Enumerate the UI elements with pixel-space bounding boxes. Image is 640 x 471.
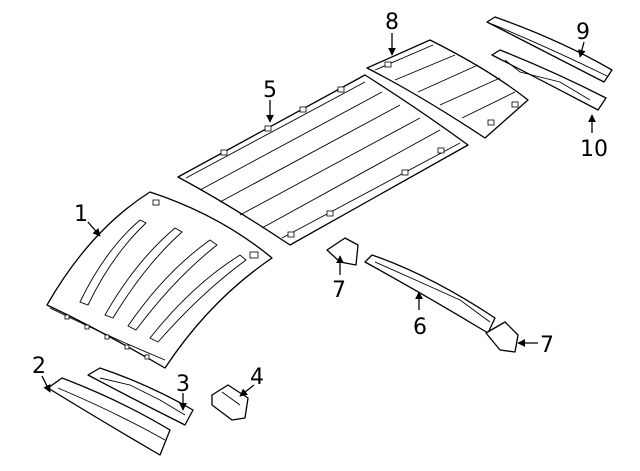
part-10-rear-header-reinforcement <box>491 49 607 111</box>
part-8-rear-roof-panel <box>366 39 529 139</box>
part-7-bracket-left <box>326 237 359 266</box>
part-1-front-roof-panel <box>46 191 273 369</box>
callout-7-left: 7 <box>332 278 346 303</box>
part-2-front-header-bow <box>47 377 171 456</box>
callout-9: 9 <box>576 20 590 45</box>
callout-3: 3 <box>176 372 190 397</box>
part-6-roof-bow <box>364 254 496 334</box>
part-5-center-roof-panel <box>177 74 469 246</box>
callout-6: 6 <box>413 315 427 340</box>
leader-lines <box>41 33 596 411</box>
callout-1: 1 <box>74 202 88 227</box>
callout-4: 4 <box>250 365 264 390</box>
callout-2: 2 <box>32 354 46 379</box>
part-9-rear-header <box>486 16 613 83</box>
part-7-bracket-right <box>485 321 519 353</box>
part-4-bracket <box>211 384 249 421</box>
callout-5: 5 <box>263 78 277 103</box>
part-3-front-header-reinforcement <box>87 367 194 426</box>
callout-8: 8 <box>385 10 399 35</box>
callout-7-right: 7 <box>540 333 554 358</box>
callout-10: 10 <box>580 137 608 162</box>
